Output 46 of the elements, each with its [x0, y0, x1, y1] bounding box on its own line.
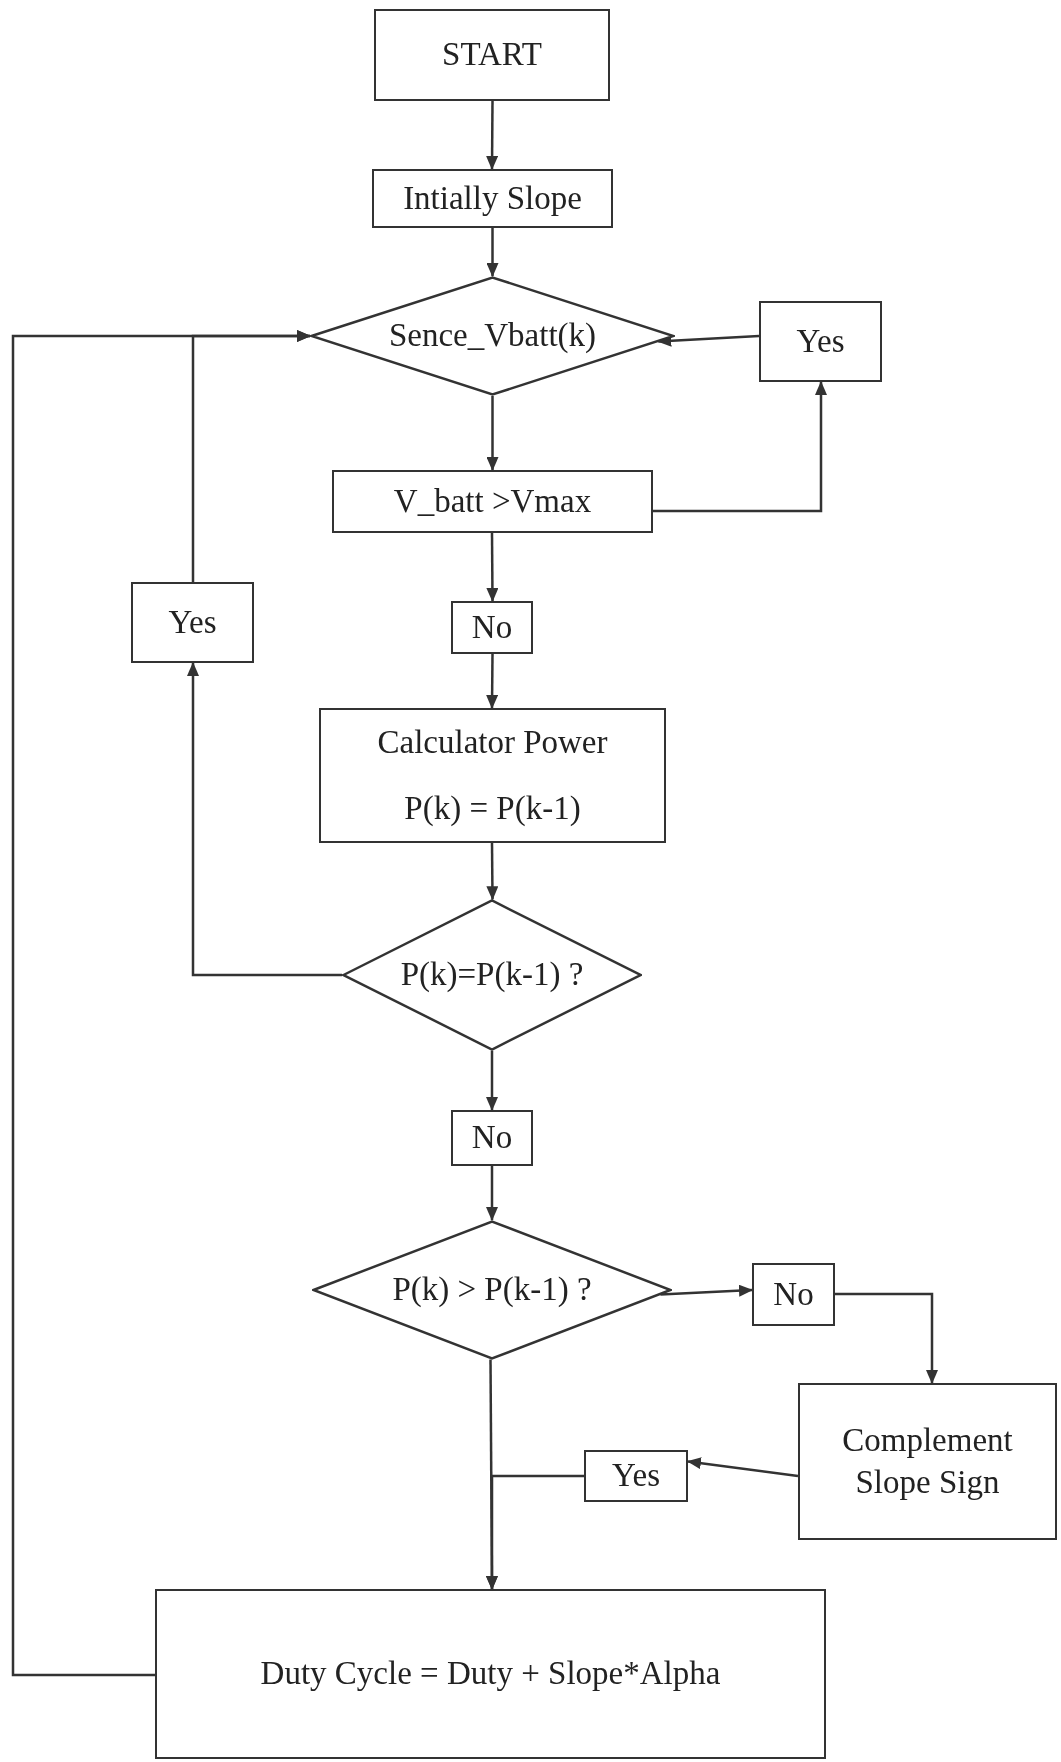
- arrow: [11, 330, 311, 1677]
- node-label: P(k) > P(k-1) ?: [392, 1270, 592, 1310]
- node-label: Complement Slope Sign: [841, 1421, 1014, 1502]
- arrow: [485, 1359, 498, 1590]
- arrow: [486, 533, 499, 602]
- decision-diamond: [310, 276, 675, 396]
- arrow: [660, 1284, 753, 1297]
- process-box: [451, 601, 533, 654]
- arrow: [687, 1457, 799, 1478]
- process-box: [332, 470, 653, 533]
- node-label: Duty Cycle = Duty + Slope*Alpha: [260, 1654, 721, 1694]
- node-label: No: [773, 1274, 814, 1314]
- process-box: [319, 708, 666, 843]
- process-box: [451, 1110, 533, 1166]
- process-box: [584, 1450, 688, 1502]
- process-box: [752, 1263, 835, 1326]
- arrow: [486, 843, 499, 901]
- process-box: [131, 582, 254, 663]
- decision-diamond: [342, 899, 642, 1051]
- arrow: [486, 1051, 498, 1111]
- arrow: [486, 228, 499, 277]
- node-label: No: [471, 607, 513, 647]
- node-label: Sence_Vbatt(k): [388, 316, 597, 356]
- decision-diamond: [312, 1220, 672, 1360]
- node-label: V_batt >Vmax: [393, 481, 592, 521]
- node-label: P(k) = P(k-1): [404, 788, 581, 828]
- node-label: Calculator Power: [377, 723, 608, 763]
- process-box: [798, 1383, 1057, 1540]
- node-label: Yes: [168, 602, 217, 642]
- node-label: START: [442, 35, 542, 75]
- node-label: Yes: [612, 1456, 660, 1496]
- node-label: Intially Slope: [403, 178, 582, 218]
- node-label: No: [471, 1118, 513, 1158]
- process-box: [759, 301, 882, 382]
- arrow: [486, 101, 499, 170]
- arrow: [187, 662, 342, 977]
- process-box: [155, 1589, 826, 1759]
- arrow: [835, 1292, 938, 1384]
- arrow: [486, 654, 499, 709]
- node-label: Yes: [796, 321, 845, 361]
- arrow: [486, 396, 499, 471]
- node-label: P(k)=P(k-1) ?: [400, 955, 584, 995]
- arrow: [486, 1166, 498, 1221]
- process-box: [372, 169, 613, 228]
- arrow: [653, 381, 827, 513]
- process-box: [374, 9, 610, 101]
